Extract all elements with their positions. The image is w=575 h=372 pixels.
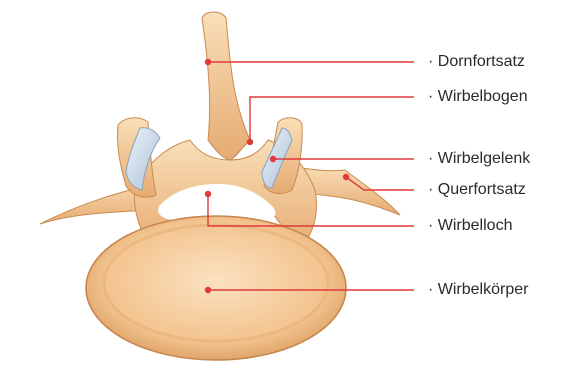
spinous-process (202, 12, 250, 160)
anchor-dot-wirbelgelenk (270, 156, 276, 162)
anchor-dot-dornfortsatz (205, 59, 211, 65)
label-wirbelbogen: · Wirbelbogen (428, 88, 528, 106)
anchor-dot-wirbelkoerper (205, 287, 211, 293)
anchor-dot-wirbelloch (205, 191, 211, 197)
anchor-dot-querfortsatz (343, 174, 349, 180)
anchor-dot-wirbelbogen (247, 139, 253, 145)
label-wirbelkoerper: · Wirbelkörper (428, 281, 528, 299)
label-dornfortsatz: · Dornfortsatz (428, 53, 525, 71)
leader-line-wirbelbogen (250, 97, 414, 142)
label-querfortsatz: · Querfortsatz (428, 181, 526, 199)
vertebral-body (86, 216, 346, 360)
label-wirbelgelenk: · Wirbelgelenk (428, 150, 530, 168)
label-wirbelloch: · Wirbelloch (428, 217, 512, 235)
